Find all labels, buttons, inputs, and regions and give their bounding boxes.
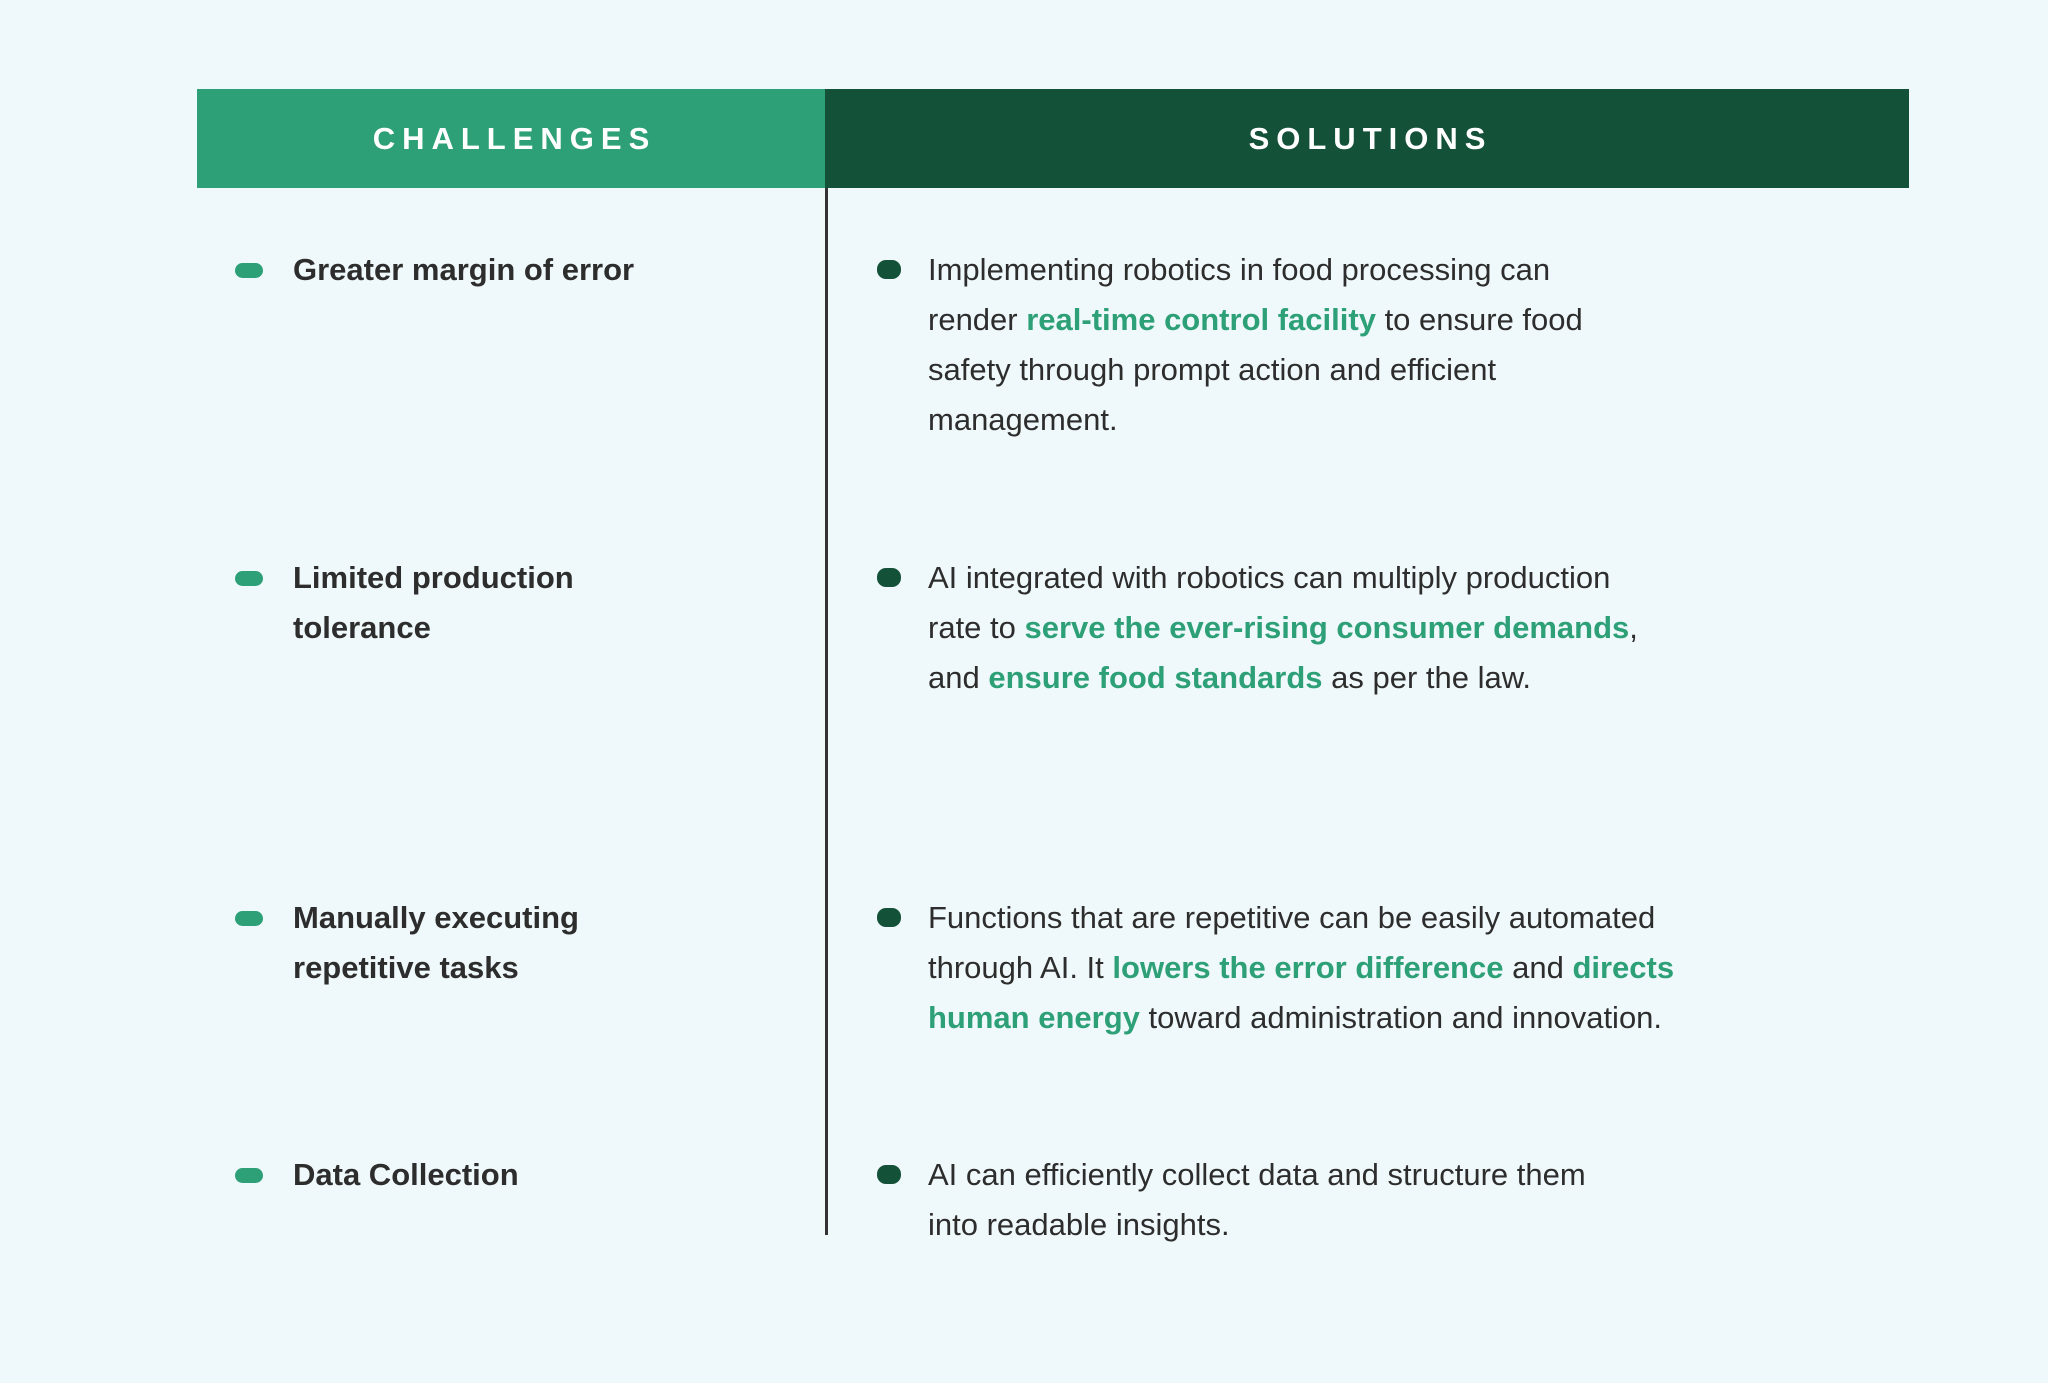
challenge-text-line: Limited production [293,560,574,595]
challenge-item: Manually executing repetitive tasks [197,893,825,993]
challenges-header-label: CHALLENGES [372,120,657,156]
challenge-item: Limited production tolerance [197,553,825,653]
plain-text: AI integrated with robotics can multiply… [928,560,1611,595]
plain-text: as per the law. [1322,660,1532,695]
solution-text-line: AI can efficiently collect data and stru… [928,1150,1586,1200]
highlighted-phrase: real-time control facility [1026,302,1376,337]
solution-item: AI integrated with robotics can multiply… [825,553,1909,703]
highlighted-phrase: directs [1572,950,1675,985]
plain-text: through AI. It [928,950,1113,985]
plain-text: toward administration and innovation. [1139,1000,1663,1035]
plain-text: to ensure food [1375,302,1583,337]
solution-text-line: rate to serve the ever-rising consumer d… [928,603,1638,653]
solution-description: AI can efficiently collect data and stru… [928,1150,1586,1250]
bullet-icon [235,571,263,586]
plain-text: management. [928,402,1118,437]
challenge-label: Limited production tolerance [293,553,574,653]
solution-text-line: into readable insights. [928,1200,1586,1250]
challenge-label: Greater margin of error [293,245,634,295]
solutions-header-cell: SOLUTIONS [825,89,1909,188]
solution-text-line: management. [928,395,1583,445]
highlighted-phrase: serve the ever-rising consumer demands [1024,610,1630,645]
table-row: Data Collection AI can efficiently collec… [197,1150,1909,1250]
bullet-icon [235,263,263,278]
challenge-text-line: Manually executing [293,900,579,935]
challenges-solutions-table: CHALLENGES SOLUTIONS Greater margin of e… [197,89,1909,1250]
challenge-item: Data Collection [197,1150,825,1200]
highlighted-phrase: lowers the error difference [1112,950,1504,985]
solution-item: Implementing robotics in food processing… [825,245,1909,445]
plain-text: safety through prompt action and efficie… [928,352,1497,387]
challenge-text-line: Greater margin of error [293,252,635,287]
challenge-text-line: Data Collection [293,1157,519,1192]
bullet-icon [235,911,263,926]
challenges-header-cell: CHALLENGES [197,89,825,188]
solution-description: Functions that are repetitive can be eas… [928,893,1674,1043]
solution-description: Implementing robotics in food processing… [928,245,1583,445]
plain-text: and [928,660,989,695]
challenge-label: Data Collection [293,1150,519,1200]
challenge-item: Greater margin of error [197,245,825,295]
solution-item: Functions that are repetitive can be eas… [825,893,1909,1043]
highlighted-phrase: human energy [928,1000,1140,1035]
solution-text-line: Functions that are repetitive can be eas… [928,893,1674,943]
bullet-icon [877,260,901,279]
highlighted-phrase: ensure food standards [988,660,1323,695]
plain-text: and [1503,950,1573,985]
table-header-row: CHALLENGES SOLUTIONS [197,89,1909,188]
plain-text: rate to [928,610,1025,645]
bullet-icon [877,568,901,587]
plain-text: Implementing robotics in food processing… [928,252,1551,287]
challenge-label: Manually executing repetitive tasks [293,893,579,993]
bullet-icon [235,1168,263,1183]
solution-description: AI integrated with robotics can multiply… [928,553,1638,703]
solution-text-line: AI integrated with robotics can multiply… [928,553,1638,603]
solution-item: AI can efficiently collect data and stru… [825,1150,1909,1250]
solutions-header-label: SOLUTIONS [1248,120,1493,156]
plain-text: Functions that are repetitive can be eas… [928,900,1656,935]
plain-text: render [928,302,1027,337]
challenge-text-line: repetitive tasks [293,950,519,985]
solution-text-line: Implementing robotics in food processing… [928,245,1583,295]
plain-text: , [1629,610,1638,645]
bullet-icon [877,908,901,927]
plain-text: AI can efficiently collect data and stru… [928,1157,1586,1192]
plain-text: into readable insights. [928,1207,1230,1242]
solution-text-line: through AI. It lowers the error differen… [928,943,1674,993]
challenge-text-line: tolerance [293,610,431,645]
solution-text-line: safety through prompt action and efficie… [928,345,1583,395]
column-divider-line [825,188,828,1235]
table-body: Greater margin of error Implementing robo… [197,188,1909,1250]
bullet-icon [877,1165,901,1184]
solution-text-line: render real-time control facility to ens… [928,295,1583,345]
table-row: Limited production tolerance AI integrated… [197,553,1909,893]
solution-text-line: and ensure food standards as per the law… [928,653,1638,703]
solution-text-line: human energy toward administration and i… [928,993,1674,1043]
table-row: Greater margin of error Implementing robo… [197,245,1909,553]
table-row: Manually executing repetitive tasks Functi… [197,893,1909,1150]
